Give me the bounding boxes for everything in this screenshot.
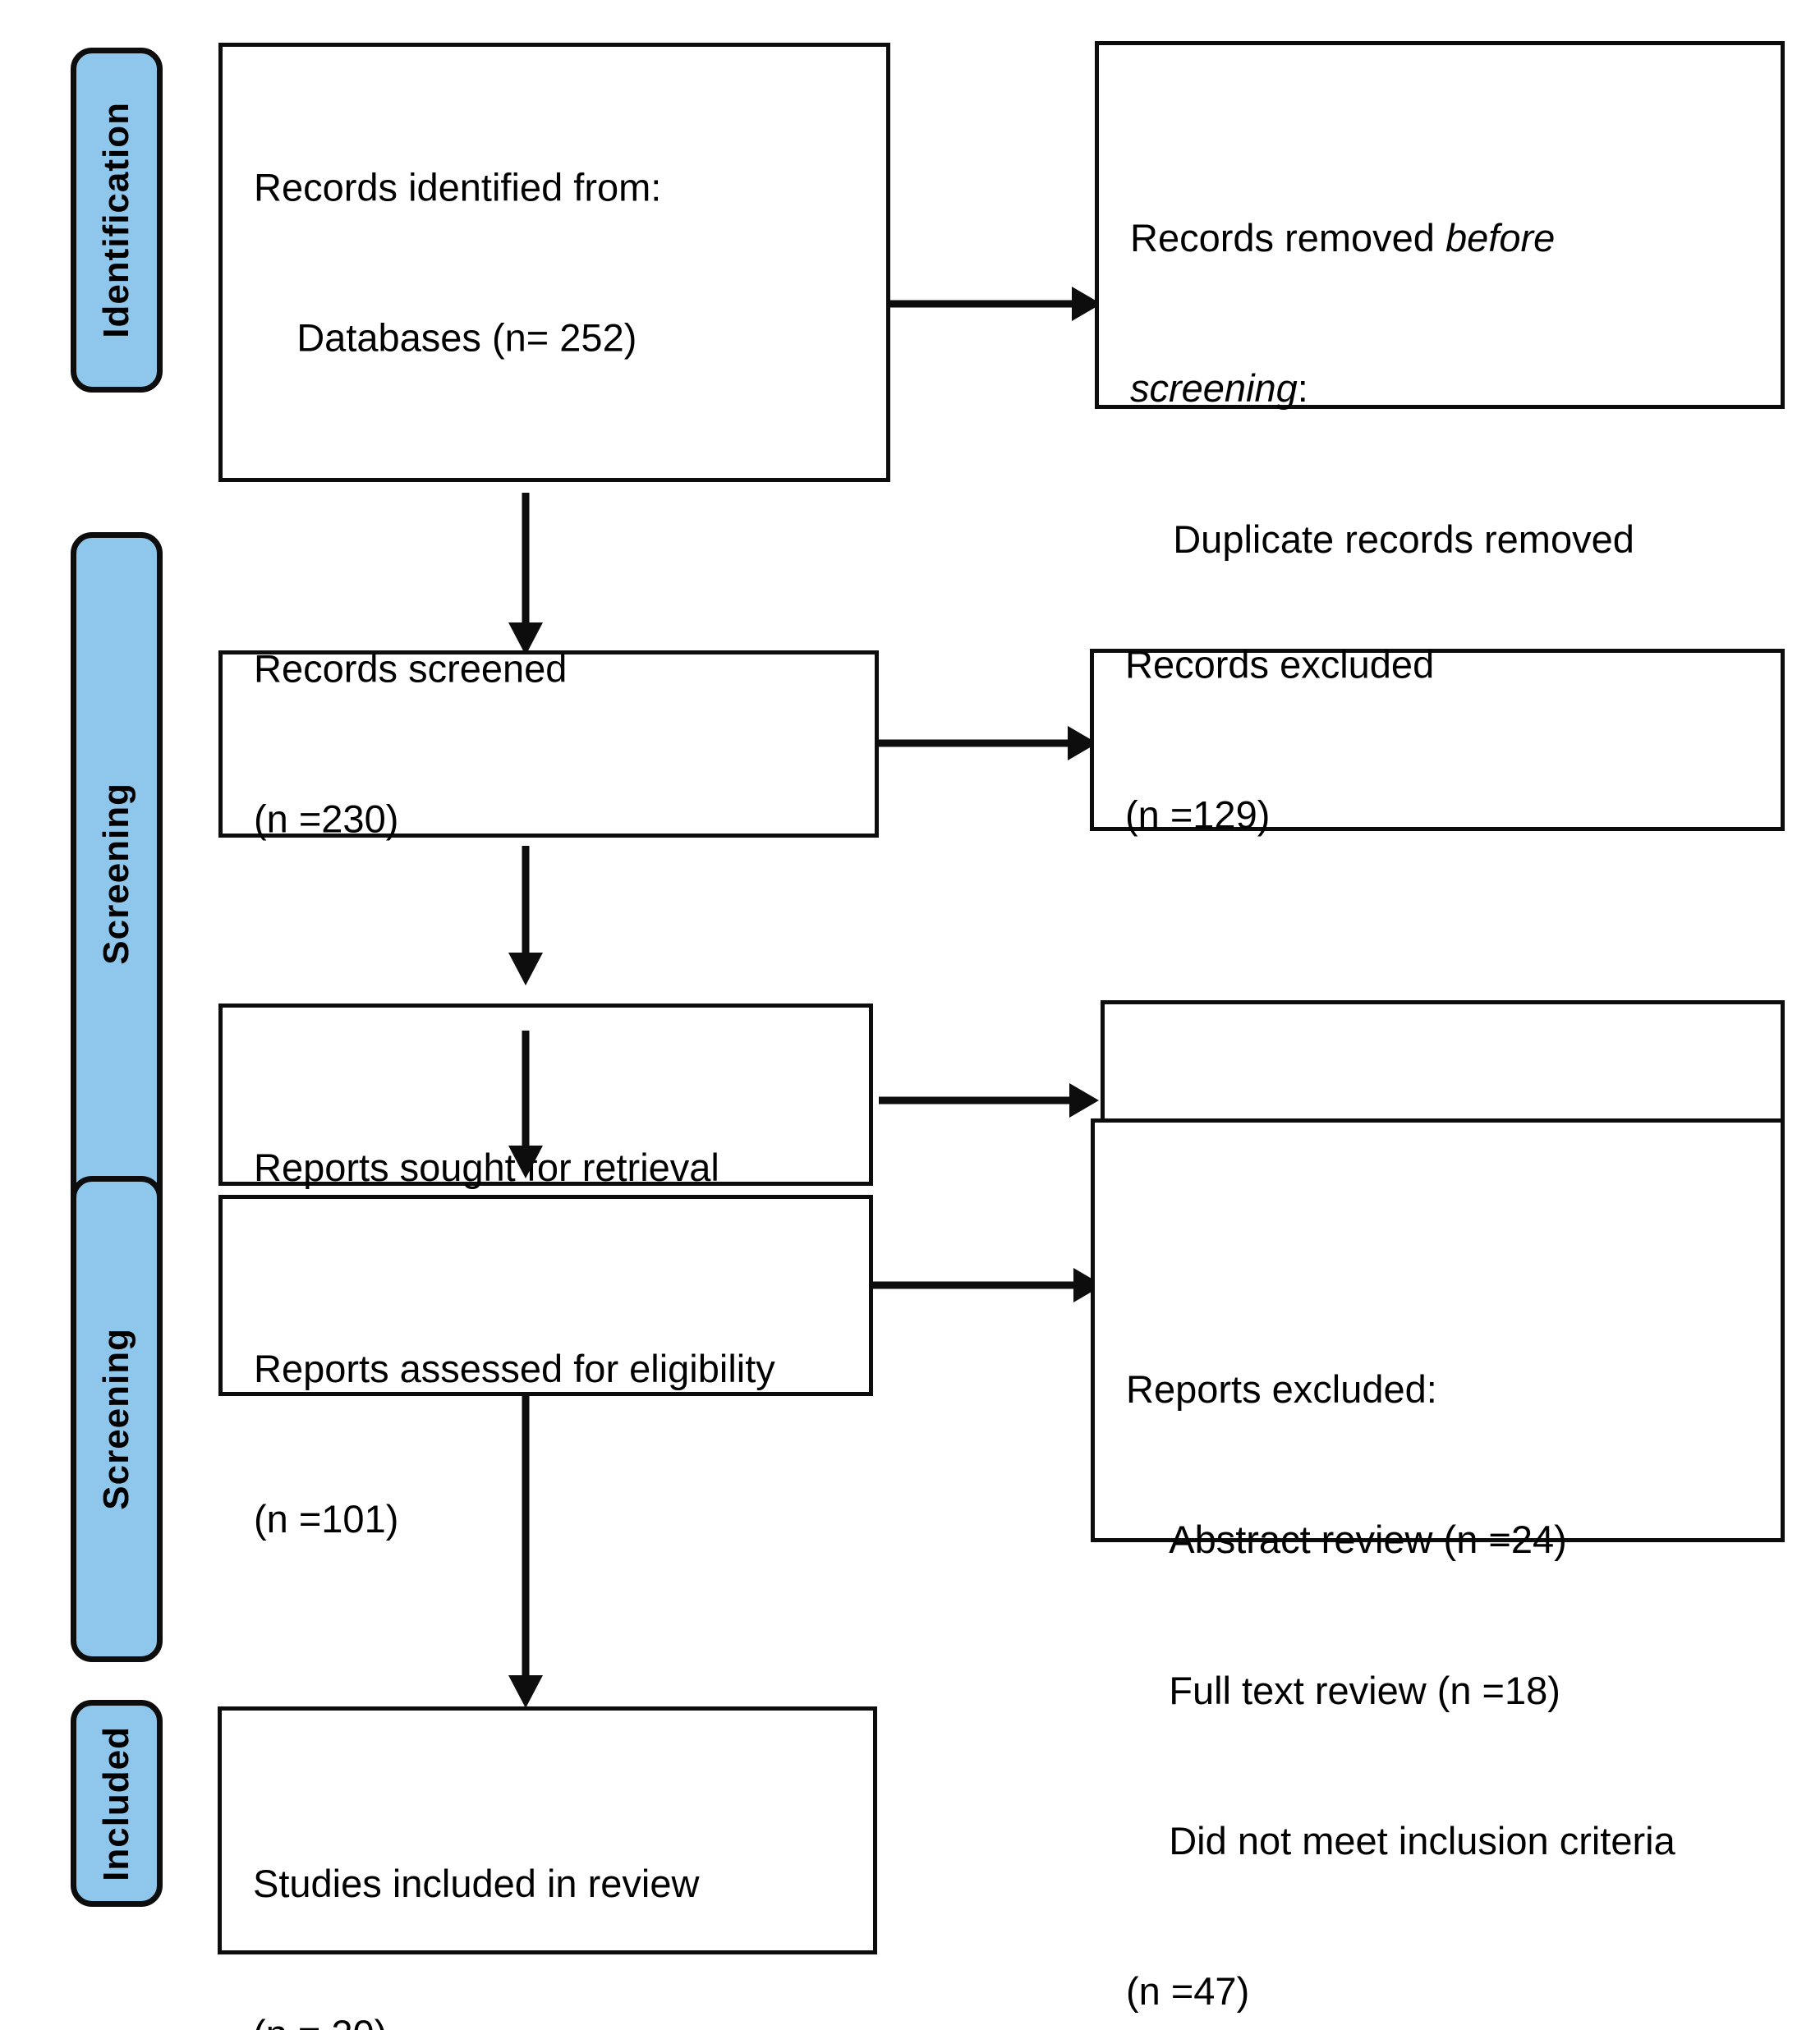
records-removed-line-2-colon: : bbox=[1297, 366, 1308, 411]
reports-assessed-line-2: (n =101) bbox=[254, 1497, 399, 1541]
stage-pill-included: Included bbox=[71, 1700, 163, 1907]
box-studies-included-text: Studies included in review (n = 20) bbox=[253, 1758, 699, 2030]
box-reports-excluded: Reports excluded: Abstract review (n =24… bbox=[1091, 1118, 1785, 2013]
records-removed-line-1-plain: Records removed bbox=[1130, 216, 1445, 260]
connector-screened-to-sought bbox=[489, 846, 563, 987]
studies-included-line-2: (n = 20) bbox=[253, 2009, 699, 2030]
box-studies-included: Studies included in review (n = 20) bbox=[218, 1706, 877, 2030]
box-records-excluded-text: Records excluded (n =129) bbox=[1125, 540, 1434, 941]
box-records-screened: Records screened (n =230) bbox=[218, 647, 879, 841]
box-reports-assessed: Reports assessed for eligibility (n =101… bbox=[218, 1195, 873, 1541]
box-records-screened-text: Records screened (n =230) bbox=[254, 544, 567, 945]
stage-label-included: Included bbox=[96, 1725, 136, 1881]
stage-pill-identification: Identification bbox=[71, 48, 163, 393]
reports-assessed-line-1: Reports assessed for eligibility bbox=[254, 1347, 775, 1391]
stage-label-identification: Identification bbox=[96, 102, 136, 338]
connector-screened-to-excluded bbox=[879, 723, 1099, 764]
connector-sought-to-not-retrieved bbox=[879, 1080, 1101, 1121]
box-reports-sought: Reports sought for retrieval (n = 12) bbox=[218, 1004, 873, 1339]
connector-assessed-to-excluded bbox=[873, 1265, 1105, 1306]
connector-identified-to-removed bbox=[889, 283, 1103, 324]
records-screened-line-2: (n =230) bbox=[254, 797, 399, 842]
reports-excluded-line-4: Did not meet inclusion criteria bbox=[1126, 1819, 1675, 1863]
records-removed-line-2: screening: bbox=[1130, 363, 1634, 413]
stage-pill-screening-2: Screening bbox=[71, 1176, 163, 1662]
records-screened-line-1: Records screened bbox=[254, 646, 568, 691]
connector-identified-to-screened bbox=[489, 493, 563, 657]
records-removed-line-3: Duplicate records removed bbox=[1130, 517, 1634, 561]
box-records-excluded: Records excluded (n =129) bbox=[1090, 643, 1785, 837]
reports-excluded-line-5: (n =47) bbox=[1126, 1969, 1250, 2014]
reports-excluded-line-2: Abstract review (n =24) bbox=[1126, 1518, 1567, 1562]
records-removed-line-2-italic: screening bbox=[1130, 366, 1298, 411]
records-excluded-line-2: (n =129) bbox=[1125, 793, 1271, 838]
records-removed-line-1: Records removed before bbox=[1130, 213, 1634, 263]
connector-assessed-to-included bbox=[489, 1396, 563, 1710]
records-identified-line-1: Records identified from: bbox=[254, 165, 662, 209]
stage-label-screening-1: Screening bbox=[96, 783, 136, 965]
studies-included-line-1: Studies included in review bbox=[253, 1862, 700, 1906]
box-records-removed: Records removed before screening: Duplic… bbox=[1095, 41, 1785, 711]
records-excluded-line-1: Records excluded bbox=[1125, 642, 1435, 687]
reports-excluded-line-3: Full text review (n =18) bbox=[1126, 1668, 1560, 1712]
stage-pill-screening-1: Screening bbox=[71, 532, 163, 1215]
stage-label-screening-2: Screening bbox=[96, 1328, 136, 1510]
box-reports-excluded-text: Reports excluded: Abstract review (n =24… bbox=[1126, 1264, 1675, 2030]
records-identified-line-2: Databases (n= 252) bbox=[254, 315, 637, 360]
records-removed-line-1-italic: before bbox=[1445, 216, 1556, 260]
box-records-identified-text: Records identified from: Databases (n= 2… bbox=[254, 62, 661, 463]
box-records-identified: Records identified from: Databases (n= 2… bbox=[218, 43, 890, 482]
reports-excluded-line-1: Reports excluded: bbox=[1126, 1367, 1437, 1412]
connector-sought-overlap-arrow bbox=[489, 1031, 563, 1180]
box-reports-assessed-text: Reports assessed for eligibility (n =101… bbox=[254, 1243, 775, 1645]
reports-sought-line-1: Reports sought for retrieval bbox=[254, 1146, 719, 1190]
